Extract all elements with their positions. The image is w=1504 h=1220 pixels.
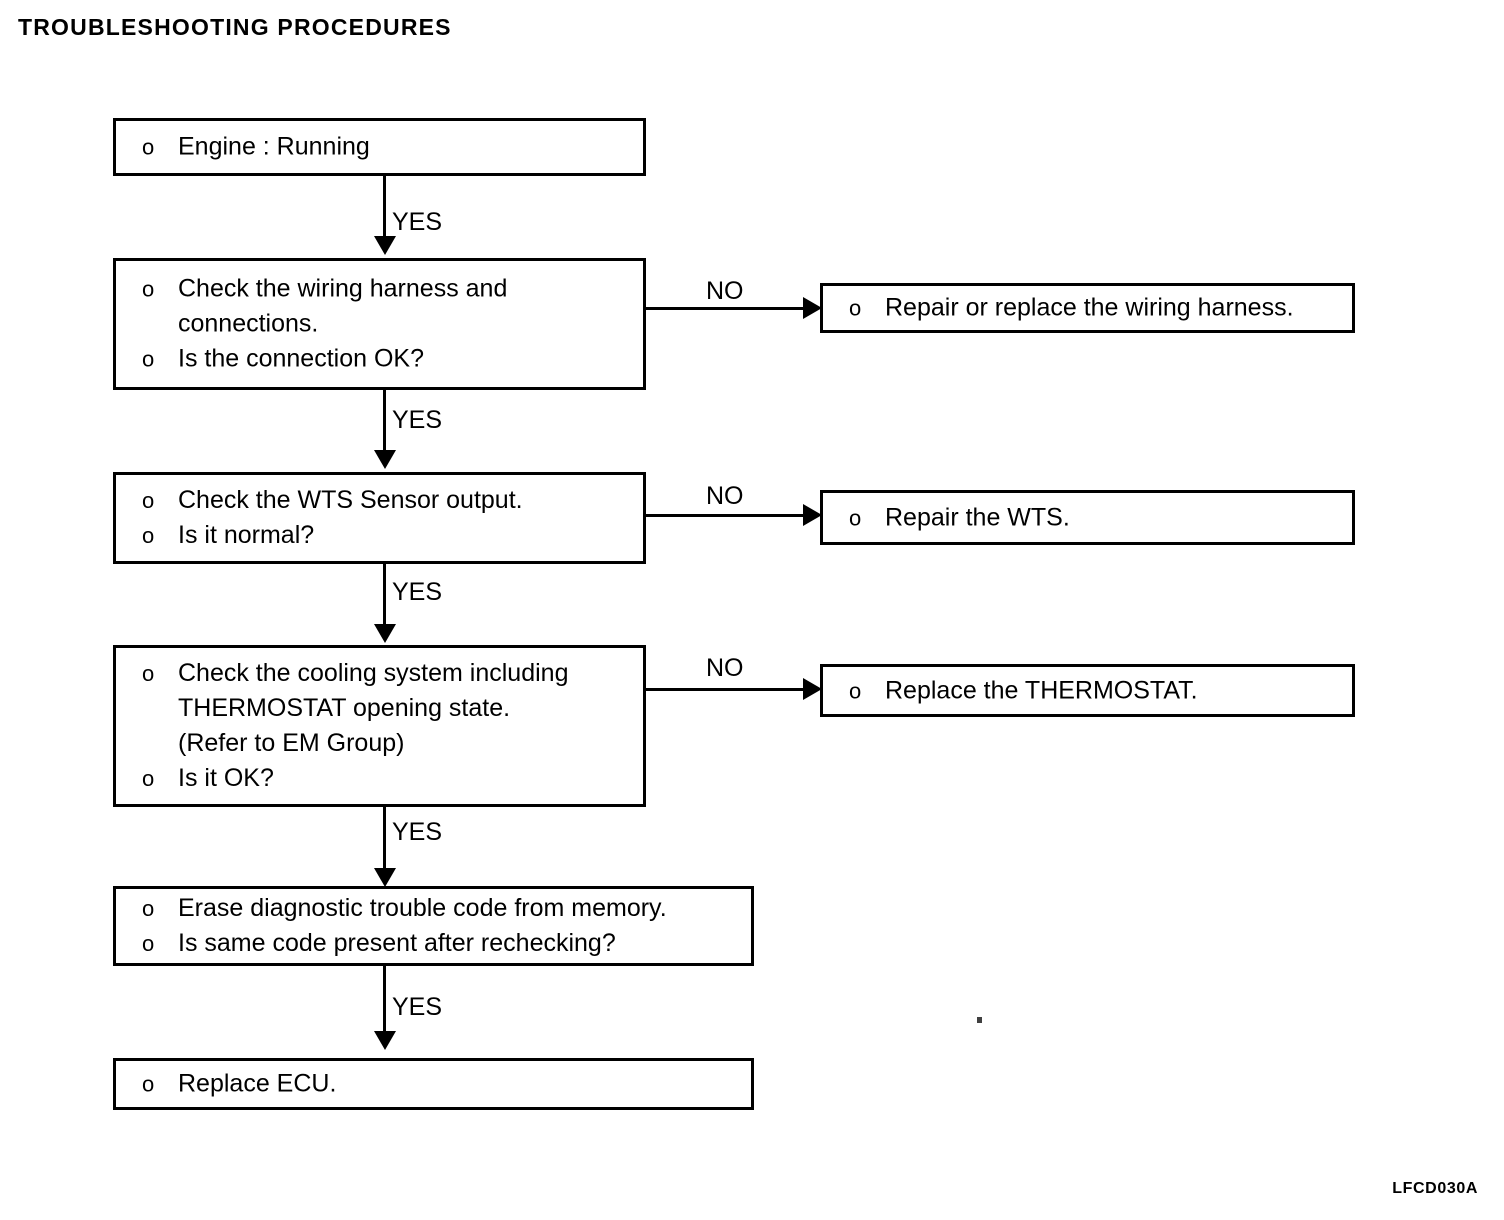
connector-wts-to-cooling [383, 564, 386, 626]
arrow-down-icon [374, 236, 396, 255]
list-item: o Engine : Running [142, 130, 635, 165]
list-item: o Is the connection OK? [142, 342, 635, 377]
list-item: o Erase diagnostic trouble code from mem… [142, 891, 743, 926]
bullet-icon: o [849, 505, 862, 530]
bullet-icon: o [849, 295, 862, 321]
list-item-label: Check the wiring harness and [178, 274, 508, 303]
list-item-label: Replace the THERMOSTAT. [885, 676, 1198, 704]
connector-cooling-to-erase [383, 807, 386, 870]
list-item: o Is same code present after rechecking? [142, 926, 743, 961]
list-item-continuation: (Refer to EM Group) [142, 726, 635, 761]
list-item-label: Repair the WTS. [885, 503, 1070, 531]
check-wts-lines: o Check the WTS Sensor output. o Is it n… [142, 483, 635, 553]
list-item: o Check the WTS Sensor output. [142, 483, 635, 518]
figure-reference-code: LFCD030A [1392, 1180, 1478, 1197]
connector-wiring-to-wts [383, 390, 386, 452]
list-item: o Repair the WTS. [849, 500, 1344, 535]
check-wiring-lines: o Check the wiring harness and connectio… [142, 272, 635, 377]
check-wiring-harness-box: o Check the wiring harness and connectio… [113, 258, 646, 390]
edge-label-yes-5: YES [392, 993, 443, 1021]
arrow-down-icon [374, 1031, 396, 1050]
list-item-label: Replace ECU. [178, 1069, 337, 1098]
bullet-icon: o [849, 678, 862, 703]
connector-cooling-to-thermostat [646, 688, 806, 691]
edge-label-no-2: NO [706, 482, 744, 510]
list-item-continuation: connections. [142, 307, 635, 342]
replace-ecu-box: o Replace ECU. [113, 1058, 754, 1110]
arrow-down-icon [374, 868, 396, 887]
list-item-label: Engine : Running [178, 132, 370, 161]
list-item: o Replace the THERMOSTAT. [849, 673, 1344, 708]
replace-thermostat-lines: o Replace the THERMOSTAT. [849, 673, 1344, 708]
list-item: o Is it OK? [142, 761, 635, 796]
arrow-right-icon [803, 297, 822, 319]
erase-trouble-code-box: o Erase diagnostic trouble code from mem… [113, 886, 754, 966]
replace-ecu-lines: o Replace ECU. [142, 1067, 743, 1102]
edge-label-no-3: NO [706, 654, 744, 682]
bullet-icon: o [142, 896, 155, 921]
repair-wts-box: o Repair the WTS. [820, 490, 1355, 545]
connector-erase-to-ecu [383, 966, 386, 1033]
bullet-icon: o [142, 766, 155, 791]
list-item-continuation: THERMOSTAT opening state. [142, 691, 635, 726]
bullet-icon: o [142, 346, 155, 372]
edge-label-yes-3: YES [392, 578, 443, 606]
bullet-icon: o [142, 276, 155, 302]
engine-running-lines: o Engine : Running [142, 130, 635, 165]
edge-label-yes-4: YES [392, 818, 443, 846]
bullet-icon: o [142, 488, 155, 513]
list-item-label: Erase diagnostic trouble code from memor… [178, 894, 667, 922]
arrow-down-icon [374, 624, 396, 643]
list-item-label: Is it OK? [178, 764, 274, 792]
edge-label-no-1: NO [706, 277, 744, 305]
connector-wts-to-repair-wts [646, 514, 806, 517]
list-item-label: Is same code present after rechecking? [178, 929, 616, 957]
arrow-right-icon [803, 504, 822, 526]
repair-wts-lines: o Repair the WTS. [849, 500, 1344, 535]
list-item-label: THERMOSTAT opening state. [178, 694, 511, 722]
connector-wiring-to-repair [646, 307, 806, 310]
bullet-icon: o [142, 661, 155, 686]
list-item-label: Is the connection OK? [178, 344, 424, 373]
bullet-icon: o [142, 1071, 155, 1097]
check-cooling-system-box: o Check the cooling system including THE… [113, 645, 646, 807]
connector-engine-to-wiring [383, 176, 386, 238]
erase-code-lines: o Erase diagnostic trouble code from mem… [142, 891, 743, 961]
page-title: TROUBLESHOOTING PROCEDURES [18, 14, 452, 40]
list-item: o Repair or replace the wiring harness. [849, 291, 1344, 326]
list-item: o Is it normal? [142, 518, 635, 553]
list-item: o Check the cooling system including [142, 656, 635, 691]
list-item-label: Repair or replace the wiring harness. [885, 293, 1294, 322]
replace-thermostat-box: o Replace the THERMOSTAT. [820, 664, 1355, 717]
bullet-icon: o [142, 523, 155, 548]
check-wts-sensor-box: o Check the WTS Sensor output. o Is it n… [113, 472, 646, 564]
bullet-icon: o [142, 134, 155, 160]
engine-running-box: o Engine : Running [113, 118, 646, 176]
list-item-label: (Refer to EM Group) [178, 729, 405, 757]
arrow-right-icon [803, 678, 822, 700]
list-item: o Check the wiring harness and [142, 272, 635, 307]
check-cooling-lines: o Check the cooling system including THE… [142, 656, 635, 796]
edge-label-yes-2: YES [392, 406, 443, 434]
repair-wiring-harness-box: o Repair or replace the wiring harness. [820, 283, 1355, 333]
list-item-label: Is it normal? [178, 521, 315, 549]
repair-harness-lines: o Repair or replace the wiring harness. [849, 291, 1344, 326]
arrow-down-icon [374, 450, 396, 469]
edge-label-yes-1: YES [392, 208, 443, 236]
scan-artifact-speck [977, 1017, 982, 1023]
list-item-label: Check the WTS Sensor output. [178, 486, 523, 514]
list-item-label: connections. [178, 309, 319, 338]
list-item: o Replace ECU. [142, 1067, 743, 1102]
list-item-label: Check the cooling system including [178, 659, 569, 687]
bullet-icon: o [142, 931, 155, 956]
